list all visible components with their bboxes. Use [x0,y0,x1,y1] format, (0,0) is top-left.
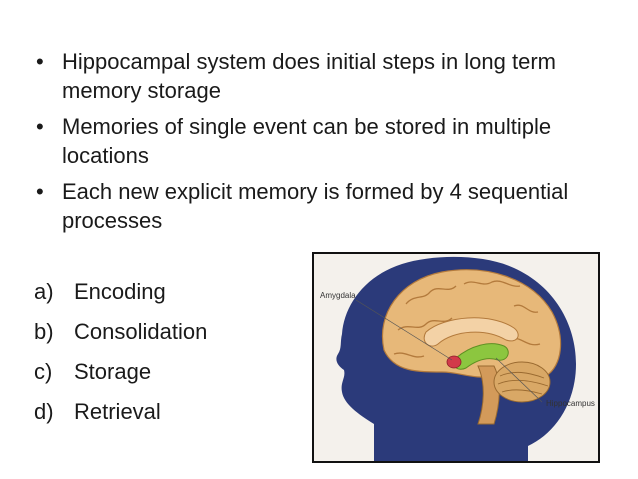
bullet-dot: • [36,49,44,74]
bullet-text: Each new explicit memory is formed by 4 … [62,179,569,233]
bullet-item: • Each new explicit memory is formed by 4… [34,178,604,235]
brain-figure: Amygdala Hippocampus [312,252,600,463]
corpus-callosum [423,317,519,347]
amygdala-leader-line [355,299,453,361]
cerebellum-folds [497,371,549,395]
bullet-dot: • [36,179,44,204]
bullet-dot: • [36,114,44,139]
bullet-list: • Hippocampal system does initial steps i… [34,48,604,243]
step-marker: b) [34,319,54,344]
step-item: d) Retrieval [34,392,207,432]
bullet-text: Hippocampal system does initial steps in… [62,49,557,103]
step-item: b) Consolidation [34,312,207,352]
step-marker: d) [34,399,54,424]
hippocampus-leader-line [495,357,543,403]
brain-folds [393,280,541,358]
step-label: Storage [74,359,152,384]
process-steps-list: a) Encoding b) Consolidation c) Storage d) R… [34,272,207,432]
step-item: c) Storage [34,352,207,392]
brain-illustration: Amygdala Hippocampus [320,256,595,461]
step-item: a) Encoding [34,272,207,312]
amygdala-label: Amygdala [320,291,356,300]
step-label: Encoding [74,279,166,304]
step-label: Retrieval [74,399,161,424]
hippocampus-label: Hippocampus [546,399,595,408]
bullet-item: • Hippocampal system does initial steps i… [34,48,604,105]
bullet-text: Memories of single event can be stored i… [62,114,552,168]
step-label: Consolidation [74,319,208,344]
bullet-item: • Memories of single event can be stored … [34,113,604,170]
step-marker: a) [34,279,54,304]
step-marker: c) [34,359,53,384]
